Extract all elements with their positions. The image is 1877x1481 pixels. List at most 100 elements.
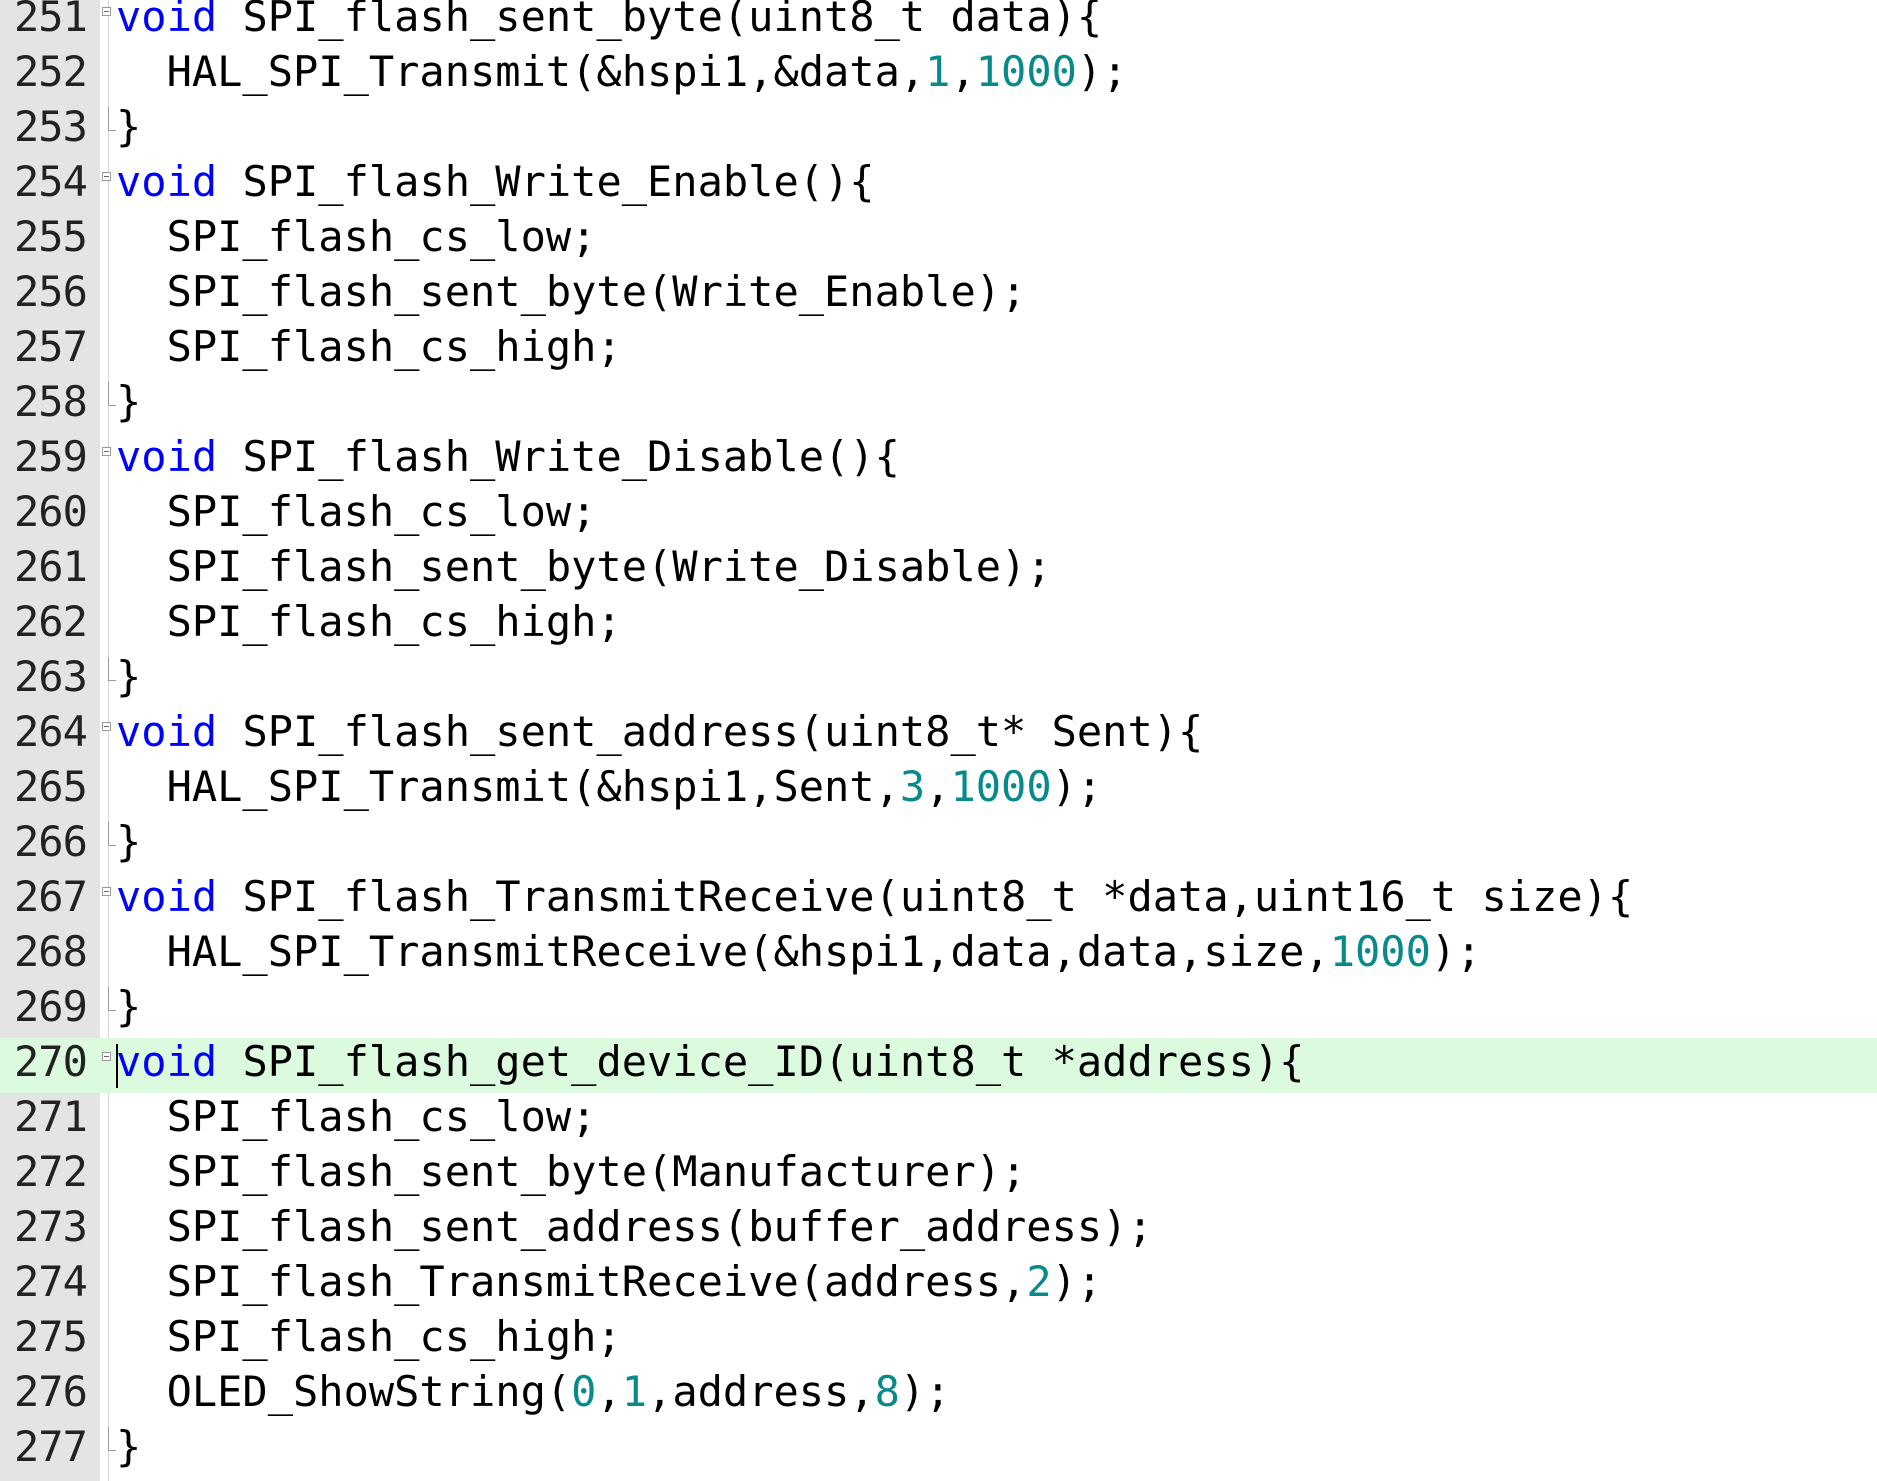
line-number: 252 bbox=[14, 47, 88, 96]
code-text[interactable]: SPI_flash_cs_high; bbox=[116, 323, 622, 378]
line-number: 264 bbox=[14, 707, 88, 756]
text-token: , bbox=[925, 762, 951, 811]
code-text[interactable]: } bbox=[116, 378, 141, 433]
code-text[interactable]: SPI_flash_TransmitReceive(address,2); bbox=[116, 1257, 1103, 1313]
code-text[interactable]: HAL_SPI_TransmitReceive(&hspi1,data,data… bbox=[116, 927, 1482, 983]
keyword-token: void bbox=[116, 707, 218, 756]
code-line[interactable]: 264 void SPI_flash_sent_address(uint8_t* … bbox=[0, 708, 1877, 763]
text-token: SPI_flash_TransmitReceive(address, bbox=[116, 1257, 1027, 1306]
text-token: ); bbox=[1051, 1257, 1103, 1306]
fold-margin bbox=[108, 0, 109, 1481]
text-token: SPI_flash_sent_byte(Write_Disable); bbox=[116, 542, 1052, 591]
text-token: SPI_flash_Write_Disable(){ bbox=[217, 432, 900, 481]
fold-toggle-icon[interactable] bbox=[102, 722, 111, 731]
text-token: , bbox=[950, 47, 976, 96]
code-line[interactable]: 273 SPI_flash_sent_address(buffer_addres… bbox=[0, 1203, 1877, 1258]
line-number: 256 bbox=[14, 267, 88, 316]
line-number: 262 bbox=[14, 597, 88, 646]
code-line[interactable]: 265 HAL_SPI_Transmit(&hspi1,Sent,3,1000)… bbox=[0, 763, 1877, 818]
line-number: 268 bbox=[14, 927, 88, 976]
text-token: SPI_flash_get_device_ID(uint8_t *address… bbox=[217, 1037, 1305, 1086]
fold-toggle-icon[interactable] bbox=[102, 887, 111, 896]
code-line[interactable]: 263} bbox=[0, 653, 1877, 708]
code-text[interactable]: SPI_flash_cs_high; bbox=[116, 598, 622, 653]
text-token: OLED_ShowString( bbox=[116, 1367, 572, 1416]
code-text[interactable]: SPI_flash_cs_low; bbox=[116, 487, 597, 543]
code-line[interactable]: 269} bbox=[0, 983, 1877, 1038]
code-text[interactable]: SPI_flash_sent_address(buffer_address); bbox=[116, 1203, 1153, 1258]
code-line[interactable]: 272 SPI_flash_sent_byte(Manufacturer); bbox=[0, 1148, 1877, 1203]
fold-toggle-icon[interactable] bbox=[102, 1052, 111, 1061]
code-line[interactable]: 276 OLED_ShowString(0,1,address,8); bbox=[0, 1368, 1877, 1423]
code-line[interactable]: 258} bbox=[0, 378, 1877, 433]
code-text[interactable]: } bbox=[116, 653, 141, 708]
code-line[interactable]: 259 void SPI_flash_Write_Disable(){ bbox=[0, 433, 1877, 488]
text-token: SPI_flash_sent_byte(Write_Enable); bbox=[116, 267, 1027, 316]
code-line[interactable]: 268 HAL_SPI_TransmitReceive(&hspi1,data,… bbox=[0, 928, 1877, 983]
code-line[interactable]: 253} bbox=[0, 103, 1877, 158]
text-token: } bbox=[116, 652, 142, 701]
number-token: 1000 bbox=[975, 47, 1077, 96]
code-line[interactable]: 262 SPI_flash_cs_high; bbox=[0, 598, 1877, 653]
code-text[interactable]: SPI_flash_sent_byte(Manufacturer); bbox=[116, 1147, 1027, 1203]
code-text[interactable]: HAL_SPI_Transmit(&hspi1,&data,1,1000); bbox=[116, 47, 1128, 103]
line-number: 273 bbox=[14, 1202, 88, 1251]
line-number-gutter bbox=[0, 0, 100, 1481]
code-line[interactable]: 252 HAL_SPI_Transmit(&hspi1,&data,1,1000… bbox=[0, 48, 1877, 103]
code-text[interactable]: SPI_flash_cs_low; bbox=[116, 213, 597, 268]
code-line[interactable]: 266} bbox=[0, 818, 1877, 873]
text-token: SPI_flash_cs_low; bbox=[116, 487, 597, 536]
line-number: 270 bbox=[14, 1037, 88, 1086]
code-line[interactable]: 275 SPI_flash_cs_high; bbox=[0, 1313, 1877, 1368]
code-text[interactable]: } bbox=[116, 818, 141, 873]
code-line[interactable]: 261 SPI_flash_sent_byte(Write_Disable); bbox=[0, 543, 1877, 598]
text-token: SPI_flash_TransmitReceive(uint8_t *data,… bbox=[217, 872, 1634, 921]
code-text[interactable]: SPI_flash_cs_high; bbox=[116, 1313, 622, 1368]
text-caret bbox=[116, 1044, 118, 1088]
code-text[interactable]: } bbox=[116, 983, 141, 1038]
line-number: 259 bbox=[14, 432, 88, 481]
code-text[interactable]: void SPI_flash_Write_Disable(){ bbox=[116, 433, 900, 488]
code-line[interactable]: 271 SPI_flash_cs_low; bbox=[0, 1093, 1877, 1148]
code-line[interactable]: 274 SPI_flash_TransmitReceive(address,2)… bbox=[0, 1258, 1877, 1313]
code-line[interactable]: 256 SPI_flash_sent_byte(Write_Enable); bbox=[0, 268, 1877, 323]
code-text[interactable]: void SPI_flash_get_device_ID(uint8_t *ad… bbox=[116, 1038, 1304, 1093]
fold-end-marker-icon bbox=[108, 382, 116, 406]
number-token: 1 bbox=[925, 47, 951, 96]
text-token: HAL_SPI_TransmitReceive(&hspi1,data,data… bbox=[116, 927, 1330, 976]
code-text[interactable]: void SPI_flash_sent_byte(uint8_t data){ bbox=[116, 0, 1102, 48]
fold-toggle-icon[interactable] bbox=[102, 172, 111, 181]
code-text[interactable]: void SPI_flash_sent_address(uint8_t* Sen… bbox=[116, 708, 1203, 763]
code-text[interactable]: } bbox=[116, 1423, 141, 1478]
code-text[interactable]: void SPI_flash_TransmitReceive(uint8_t *… bbox=[116, 873, 1633, 928]
code-text[interactable]: SPI_flash_sent_byte(Write_Disable); bbox=[116, 543, 1052, 598]
line-number: 277 bbox=[14, 1422, 88, 1471]
code-line[interactable]: 255 SPI_flash_cs_low; bbox=[0, 213, 1877, 268]
keyword-token: void bbox=[116, 0, 218, 41]
fold-toggle-icon[interactable] bbox=[102, 7, 111, 16]
line-number: 272 bbox=[14, 1147, 88, 1196]
code-line[interactable]: 277} bbox=[0, 1423, 1877, 1478]
number-token: 1 bbox=[621, 1367, 648, 1416]
code-text[interactable]: HAL_SPI_Transmit(&hspi1,Sent,3,1000); bbox=[116, 762, 1103, 818]
text-token: SPI_flash_cs_high; bbox=[116, 1312, 622, 1361]
code-text[interactable]: OLED_ShowString(0,1,address,8); bbox=[116, 1368, 951, 1423]
text-token: SPI_flash_sent_byte(Manufacturer); bbox=[116, 1147, 1027, 1196]
code-text[interactable]: SPI_flash_sent_byte(Write_Enable); bbox=[116, 267, 1027, 323]
fold-end-marker-icon bbox=[108, 1427, 116, 1451]
code-line[interactable]: 260 SPI_flash_cs_low; bbox=[0, 488, 1877, 543]
text-token: SPI_flash_sent_byte(uint8_t data){ bbox=[217, 0, 1103, 41]
code-text[interactable]: void SPI_flash_Write_Enable(){ bbox=[116, 158, 875, 213]
fold-end-marker-icon bbox=[108, 987, 116, 1011]
code-line[interactable]: 257 SPI_flash_cs_high; bbox=[0, 323, 1877, 378]
fold-toggle-icon[interactable] bbox=[102, 447, 111, 456]
fold-end-marker-icon bbox=[108, 107, 116, 131]
code-text[interactable]: } bbox=[116, 103, 141, 158]
code-text[interactable]: SPI_flash_cs_low; bbox=[116, 1093, 597, 1148]
line-number: 258 bbox=[14, 377, 88, 426]
code-line[interactable]: 270 void SPI_flash_get_device_ID(uint8_t … bbox=[0, 1038, 1877, 1093]
